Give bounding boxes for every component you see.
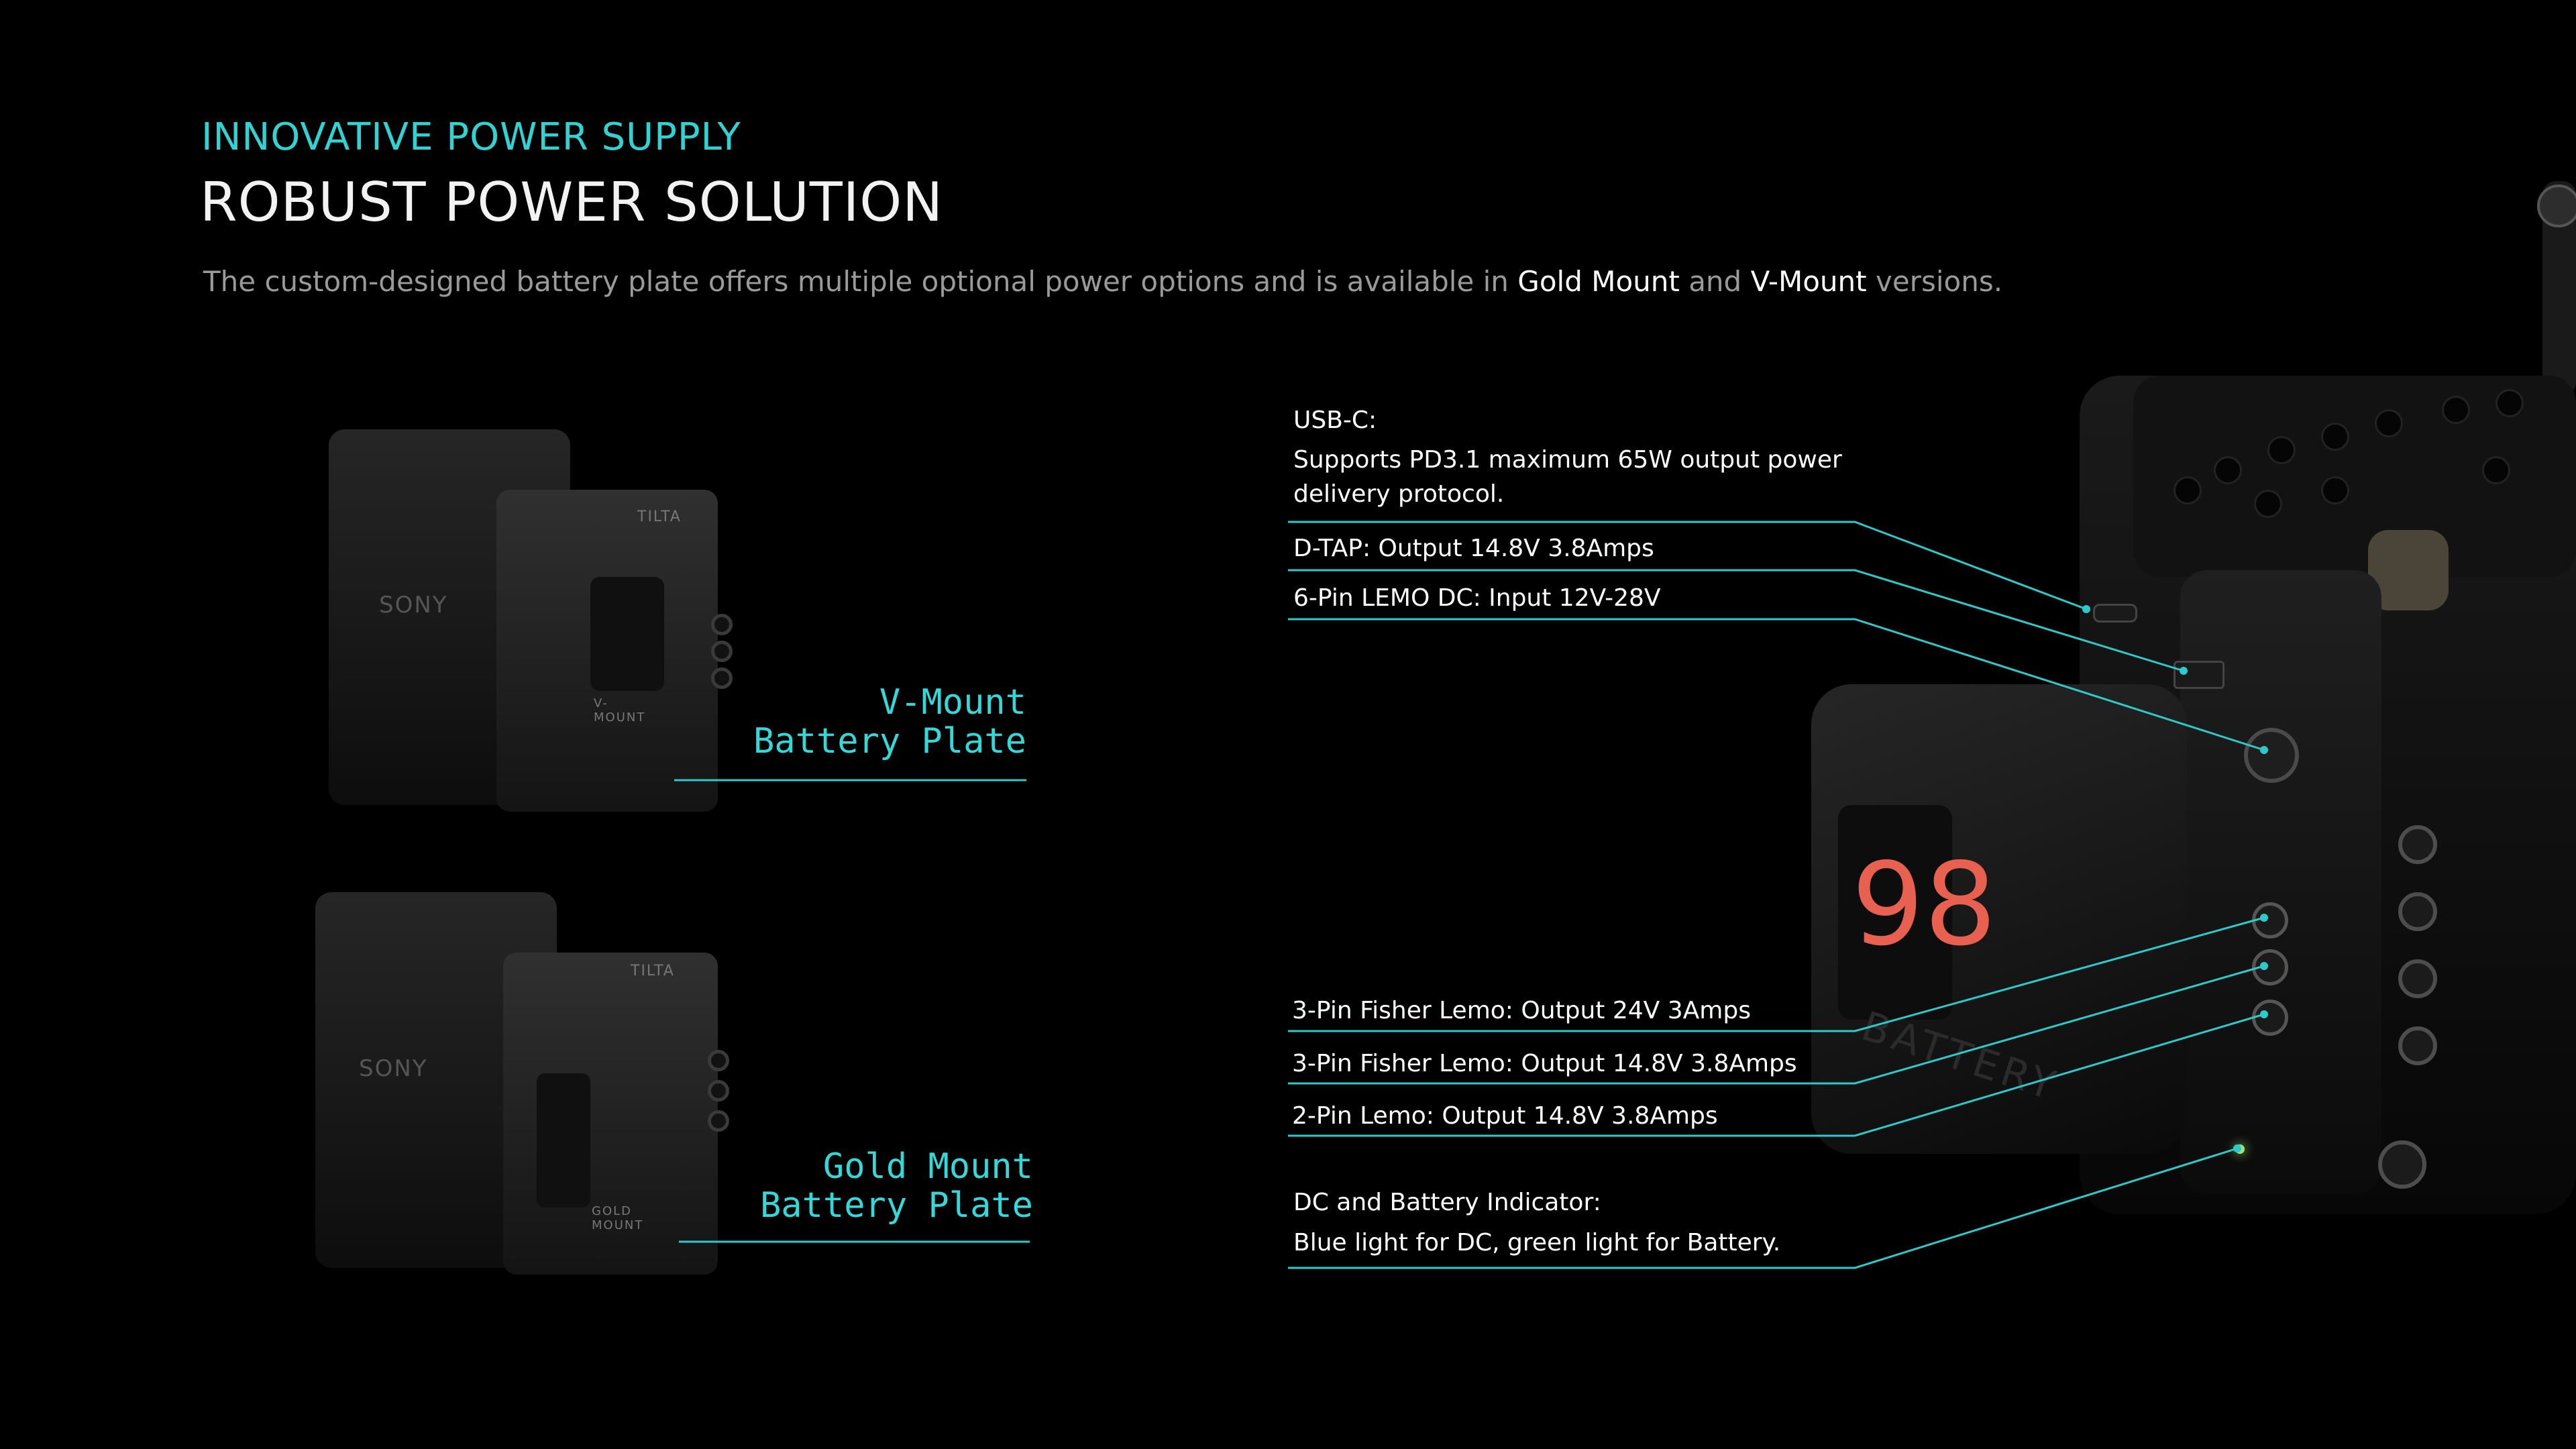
lemo-2pin-dot <box>2260 1010 2268 1018</box>
usb-c-port <box>2093 604 2137 623</box>
lemo-2pin-leader <box>1288 1013 2265 1137</box>
description-and: and <box>1679 265 1751 298</box>
fisher-14v-label: 3-Pin Fisher Lemo: Output 14.8V 3.8Amps <box>1292 1050 1797 1077</box>
post-cap <box>2537 184 2576 227</box>
mount-hole <box>2321 476 2349 504</box>
description-text-start: The custom-designed battery plate offers… <box>203 265 1518 298</box>
fisher-14v-dot <box>2260 962 2268 970</box>
d-tap-port <box>2174 661 2224 689</box>
side-port <box>2398 892 2437 931</box>
mount-hole <box>2496 389 2524 417</box>
mount-hole <box>2267 436 2296 464</box>
description-text-end: versions. <box>1866 265 2003 298</box>
v-mount-slot <box>590 577 664 691</box>
side-port <box>2398 825 2437 864</box>
gold-mount-label-line2: Battery Plate <box>760 1185 1033 1226</box>
mount-hole <box>2174 476 2202 504</box>
v-mount-label-line2: Battery Plate <box>753 721 1026 761</box>
description: The custom-designed battery plate offers… <box>203 265 2002 298</box>
gold-mount-label-line1: Gold Mount <box>822 1146 1033 1187</box>
side-port <box>2398 959 2437 998</box>
gold-mount-plate-text: GOLD MOUNT <box>592 1204 644 1232</box>
sony-logo: SONY <box>379 592 448 619</box>
mount-hole <box>2321 423 2349 451</box>
mount-hole <box>2375 409 2403 437</box>
cage-knob <box>2368 530 2449 610</box>
usb-c-title: USB-C: <box>1293 407 1377 434</box>
page-title: ROBUST POWER SOLUTION <box>200 171 944 233</box>
indicator-desc: Blue light for DC, green light for Batte… <box>1293 1229 1781 1256</box>
mount-hole <box>2442 396 2470 424</box>
lemo-2pin-port <box>2252 1000 2288 1036</box>
v-mount-label: V-Mount Battery Plate <box>671 683 1026 761</box>
lemo-6pin-leader <box>1288 618 2265 751</box>
port-icon <box>711 641 733 662</box>
indicator-dot <box>2233 1144 2241 1152</box>
v-mount-label-line1: V-Mount <box>879 682 1026 722</box>
v-mount-highlight: V-Mount <box>1750 265 1867 298</box>
usb-c-desc-line1: Supports PD3.1 maximum 65W output power <box>1293 446 1842 474</box>
port-icon <box>708 1080 729 1102</box>
lemo-6pin-dot <box>2260 746 2268 754</box>
indicator-title: DC and Battery Indicator: <box>1293 1189 1601 1216</box>
lemo-2pin-label: 2-Pin Lemo: Output 14.8V 3.8Amps <box>1292 1102 1718 1130</box>
port-icon <box>708 1110 729 1132</box>
xlr-port <box>2378 1140 2426 1189</box>
d-tap-label: D-TAP: Output 14.8V 3.8Amps <box>1293 535 1654 562</box>
sony-logo: SONY <box>359 1055 428 1082</box>
lemo-6pin-port <box>2244 728 2299 783</box>
mount-hole <box>2254 490 2282 518</box>
port-icon <box>711 614 733 635</box>
d-tap-dot <box>2180 667 2188 675</box>
d-tap-leader <box>1288 569 2184 672</box>
fisher-24v-label: 3-Pin Fisher Lemo: Output 24V 3Amps <box>1292 997 1751 1024</box>
battery-display <box>1838 805 1952 1020</box>
gold-mount-rail <box>537 1073 590 1208</box>
usb-c-leader <box>1288 521 2087 610</box>
mount-hole <box>2482 456 2510 484</box>
battery-percentage: 98 <box>1851 839 1997 971</box>
tilta-logo: TILTA <box>637 508 682 525</box>
fisher-24v-leader <box>1288 916 2265 1032</box>
gold-mount-highlight: Gold Mount <box>1517 265 1680 298</box>
v-mount-plate-text: V-MOUNT <box>594 696 646 724</box>
port-icon <box>711 667 733 689</box>
section-eyebrow: INNOVATIVE POWER SUPPLY <box>201 115 741 159</box>
tilta-logo: TILTA <box>631 963 675 979</box>
lemo-6pin-label: 6-Pin LEMO DC: Input 12V-28V <box>1293 584 1661 612</box>
mount-hole <box>2214 456 2242 484</box>
usb-c-desc-line2: delivery protocol. <box>1293 480 1505 508</box>
side-port <box>2398 1026 2437 1065</box>
port-icon <box>708 1050 729 1071</box>
fisher-14v-leader <box>1288 965 2265 1085</box>
indicator-leader <box>1288 1147 2238 1269</box>
usb-c-dot <box>2082 605 2090 613</box>
fisher-24v-dot <box>2260 914 2268 922</box>
gold-mount-label: Gold Mount Battery Plate <box>674 1147 1033 1225</box>
